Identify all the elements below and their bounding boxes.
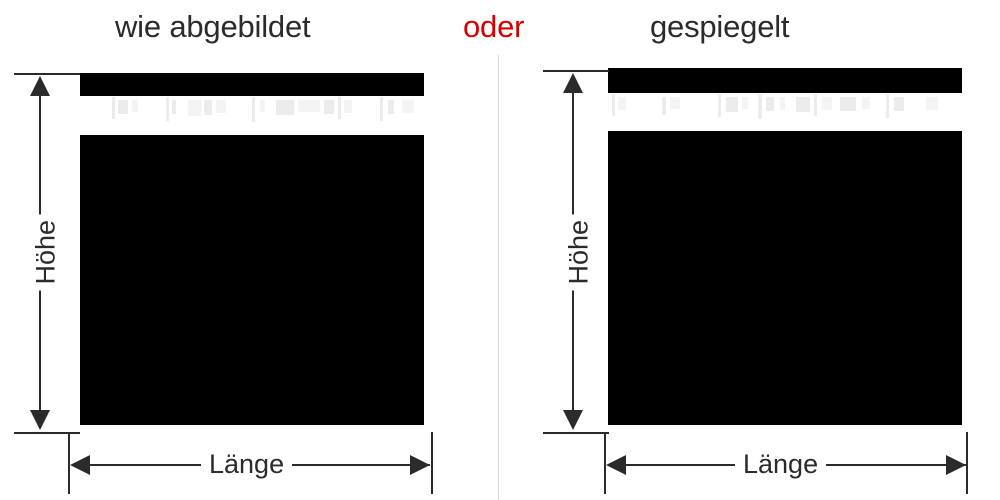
height-tick-top-left bbox=[14, 73, 80, 75]
product-image-body-left bbox=[80, 135, 424, 425]
length-tick-left-right bbox=[604, 432, 606, 494]
height-label-left: Höhe bbox=[28, 214, 64, 291]
product-image-top-bar-left bbox=[80, 73, 424, 96]
product-image-faint-strip-right bbox=[600, 93, 962, 131]
heading-right: gespiegelt bbox=[650, 9, 790, 44]
length-tick-right-right bbox=[966, 432, 968, 494]
length-arrowhead-left-right bbox=[606, 455, 626, 475]
length-label-left: Länge bbox=[201, 451, 293, 478]
length-arrowhead-left-left bbox=[70, 455, 90, 475]
length-tick-left-left bbox=[68, 432, 70, 494]
product-image-body-right bbox=[608, 131, 962, 425]
heading-left: wie abgebildet bbox=[115, 9, 311, 44]
height-label-right: Höhe bbox=[561, 214, 597, 291]
heading-middle-oder: oder bbox=[463, 9, 525, 44]
product-image-top-bar-right bbox=[608, 68, 962, 93]
height-arrowhead-up-left bbox=[30, 76, 50, 96]
length-tick-right-left bbox=[431, 432, 433, 494]
height-arrowhead-up-right bbox=[563, 73, 583, 93]
length-arrowhead-right-left bbox=[410, 455, 430, 475]
height-arrowhead-down-right bbox=[563, 410, 583, 430]
height-tick-bottom-left bbox=[14, 432, 80, 434]
panel-divider bbox=[498, 55, 499, 500]
height-tick-top-right bbox=[543, 70, 609, 72]
product-image-faint-strip-left bbox=[80, 96, 434, 134]
height-arrowhead-down-left bbox=[30, 410, 50, 430]
height-tick-bottom-right bbox=[543, 432, 609, 434]
length-label-right: Länge bbox=[735, 451, 827, 478]
length-arrowhead-right-right bbox=[946, 455, 966, 475]
